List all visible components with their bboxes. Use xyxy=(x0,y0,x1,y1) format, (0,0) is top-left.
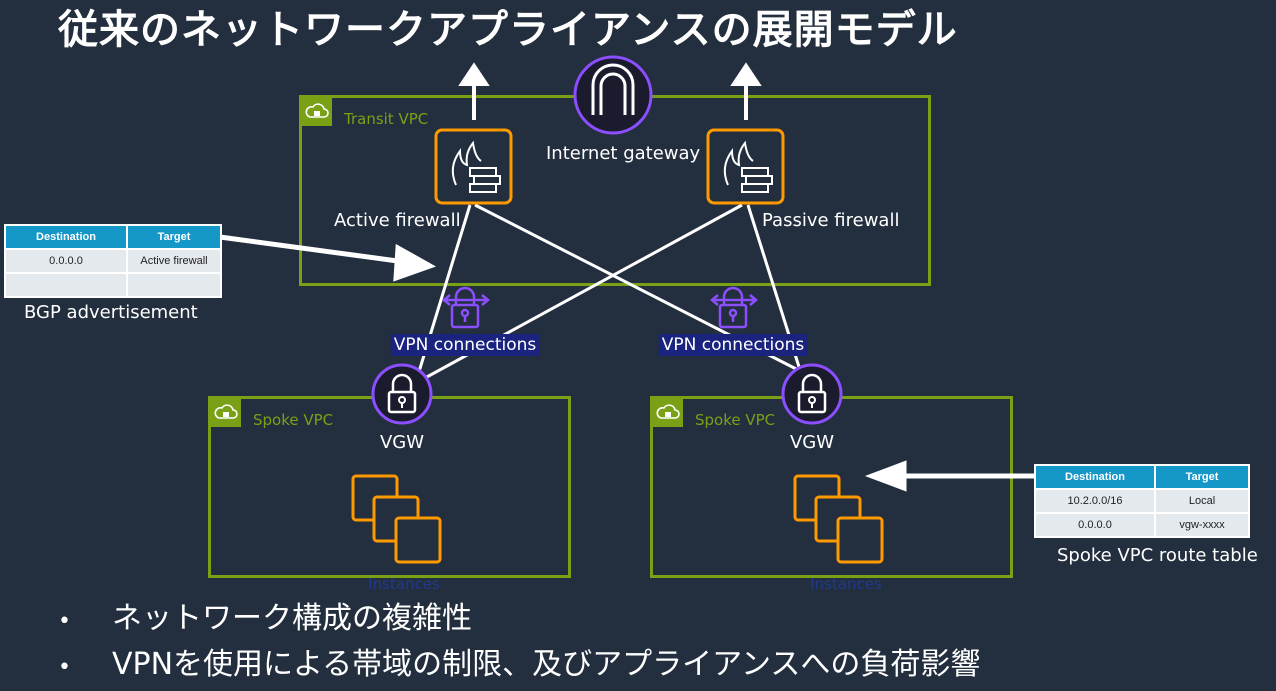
arrow-up-icon xyxy=(458,62,490,120)
vpn-connections-label: VPN connections xyxy=(390,334,540,356)
list-item: • ネットワーク構成の複雑性 xyxy=(58,596,980,642)
vpn-connections-label: VPN connections xyxy=(658,334,808,356)
bullet-list: • ネットワーク構成の複雑性 • VPNを使用による帯域の制限、及びアプライアンスへ… xyxy=(58,596,980,688)
vpn-lock-icon xyxy=(442,286,490,329)
internet-gateway-icon xyxy=(573,55,653,135)
instances-label: Instances xyxy=(810,575,882,593)
table-row: 0.0.0.0 vgw-xxxx xyxy=(1034,512,1250,538)
spoke-route-table-caption: Spoke VPC route table xyxy=(1057,545,1258,566)
vgw-lock-icon xyxy=(371,363,433,425)
firewall-icon xyxy=(434,128,513,205)
page-title: 従来のネットワークアプライアンスの展開モデル xyxy=(58,7,958,53)
firewall-icon xyxy=(706,128,785,205)
internet-gateway-label: Internet gateway xyxy=(546,143,701,164)
table-header: Destination xyxy=(4,224,128,250)
instances-icon xyxy=(793,474,884,564)
bgp-advertisement-table: Destination Target 0.0.0.0 Active firewa… xyxy=(4,224,222,298)
spoke-vpc-label: Spoke VPC xyxy=(695,411,776,429)
vpn-lock-icon xyxy=(710,286,758,329)
table-header: Destination xyxy=(1034,464,1156,490)
table-cell: Active firewall xyxy=(126,248,222,274)
table-cell xyxy=(126,272,222,298)
table-cell: 0.0.0.0 xyxy=(1034,512,1156,538)
table-cell: 0.0.0.0 xyxy=(4,248,128,274)
cloud-lock-icon xyxy=(211,399,241,427)
route-table-arrow xyxy=(864,460,1034,492)
list-item: • VPNを使用による帯域の制限、及びアプライアンスへの負荷影響 xyxy=(58,642,980,688)
vgw-label: VGW xyxy=(789,432,835,453)
arrow-up-icon xyxy=(730,62,762,120)
table-cell: 10.2.0.0/16 xyxy=(1034,488,1156,514)
vgw-label: VGW xyxy=(379,432,425,453)
transit-vpc-label: Transit VPC xyxy=(344,110,429,128)
bullet-text: ネットワーク構成の複雑性 xyxy=(112,601,472,636)
table-cell: Local xyxy=(1154,488,1250,514)
cloud-lock-icon xyxy=(653,399,683,427)
instances-label: Instances xyxy=(368,575,440,593)
bgp-advertisement-caption: BGP advertisement xyxy=(24,302,198,323)
active-firewall-label: Active firewall xyxy=(334,210,461,231)
bullet-text: VPNを使用による帯域の制限、及びアプライアンスへの負荷影響 xyxy=(112,647,981,682)
bullet-icon: • xyxy=(58,655,71,680)
table-cell: vgw-xxxx xyxy=(1154,512,1250,538)
vgw-lock-icon xyxy=(781,363,843,425)
table-row: 0.0.0.0 Active firewall xyxy=(4,248,222,274)
instances-icon xyxy=(351,474,442,564)
passive-firewall-label: Passive firewall xyxy=(762,210,900,231)
table-row xyxy=(4,272,222,298)
table-header: Target xyxy=(126,224,222,250)
table-cell xyxy=(4,272,128,298)
spoke-vpc-label: Spoke VPC xyxy=(253,411,334,429)
table-row: 10.2.0.0/16 Local xyxy=(1034,488,1250,514)
bgp-arrow xyxy=(219,234,437,282)
cloud-lock-icon xyxy=(302,98,332,126)
table-header: Target xyxy=(1154,464,1250,490)
spoke-route-table: Destination Target 10.2.0.0/16 Local 0.0… xyxy=(1034,464,1250,538)
bullet-icon: • xyxy=(58,609,71,634)
